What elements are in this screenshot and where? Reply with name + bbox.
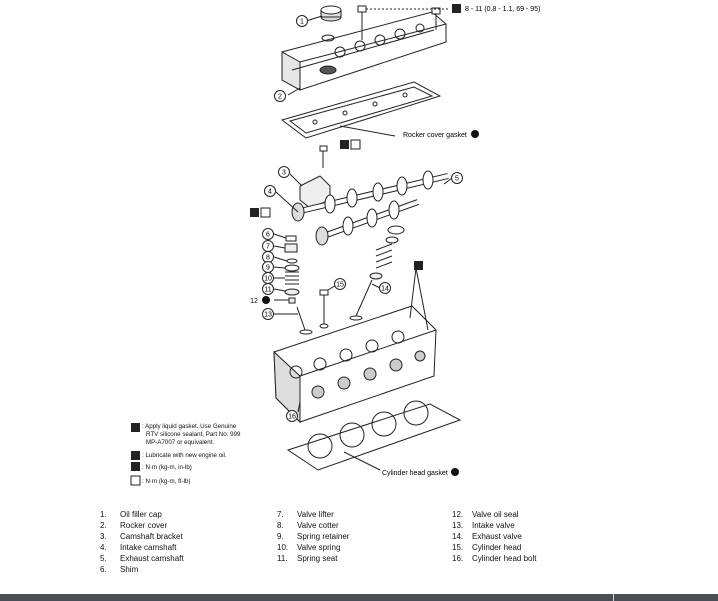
callout-circle xyxy=(451,172,463,184)
callout-circle xyxy=(274,90,286,102)
liquid-gasket-icon xyxy=(414,261,423,270)
legend-line-4: : Lubricate with new engine oil. xyxy=(142,452,227,459)
replace-part-icon xyxy=(262,296,270,304)
leader-lines xyxy=(273,15,453,471)
replace-part-icon xyxy=(451,468,459,476)
callout-11: 11 xyxy=(264,286,271,293)
intake-camshaft xyxy=(291,170,449,222)
replace-part-icon xyxy=(471,130,479,138)
part-item: 7.Valve lifter xyxy=(277,510,334,519)
part-item: 6.Shim xyxy=(100,565,139,574)
callout-1: 1 xyxy=(300,18,304,25)
callout-16: 16 xyxy=(288,413,296,420)
torque-spec: 8 - 11 (0.8 - 1.1, 69 - 95) xyxy=(452,4,540,13)
callout-circle xyxy=(262,283,274,295)
cylinder-head xyxy=(273,305,437,424)
part-item: 4.Intake camshaft xyxy=(100,543,177,552)
callout-13: 13 xyxy=(264,311,272,318)
legend-line-5: : N·m (kg-m, in-lb) xyxy=(142,464,192,471)
parts-list-col-1: 1.Oil filler cap 2.Rocker cover 3.Camsha… xyxy=(100,509,184,575)
callout-circle xyxy=(379,282,391,294)
callout-2: 2 xyxy=(278,93,282,100)
callout-7: 7 xyxy=(266,243,270,250)
rocker-cover-gasket-label: Rocker cover gasket xyxy=(403,132,467,139)
cylinder-head-gasket-label: Cylinder head gasket xyxy=(382,470,448,477)
rocker-cover xyxy=(281,11,447,91)
callout-circle xyxy=(296,15,308,27)
liquid-gasket-leaders xyxy=(409,267,429,331)
callout-6: 6 xyxy=(266,231,270,238)
torque-wrench-alt-icon xyxy=(350,139,361,150)
footer-bar xyxy=(0,594,718,601)
intake-valve-stack xyxy=(284,235,313,335)
callout-15: 15 xyxy=(336,281,344,288)
torque-wrench-alt-icon xyxy=(130,475,141,486)
parts-list-col-2: 7.Valve lifter 8.Valve cotter 9.Spring r… xyxy=(277,509,349,564)
callout-8: 8 xyxy=(266,254,270,261)
oil-can-icon xyxy=(131,451,140,460)
rocker-cover-gasket xyxy=(280,81,442,139)
part-item: 16.Cylinder head bolt xyxy=(452,554,537,563)
callout-4: 4 xyxy=(268,188,272,195)
rocker-cover-bolts xyxy=(357,5,448,40)
cylinder-head-gasket xyxy=(286,400,462,471)
part-item: 11.Spring seat xyxy=(277,554,338,563)
callout-circle xyxy=(286,410,298,422)
part-item: 10.Valve spring xyxy=(277,543,341,552)
callout-3: 3 xyxy=(282,169,286,176)
part-item: 9.Spring retainer xyxy=(277,532,350,541)
liquid-gasket-icon xyxy=(131,423,140,432)
callout-circle xyxy=(264,185,276,197)
callout-10: 10 xyxy=(264,275,272,282)
callout-14: 14 xyxy=(381,285,389,292)
camshaft-bracket-bolt xyxy=(319,145,328,168)
part-item: 13.Intake valve xyxy=(452,521,515,530)
callout-circle xyxy=(262,228,274,240)
torque-wrench-alt-icon xyxy=(260,207,271,218)
callout-12: 12 xyxy=(250,298,258,305)
part-item: 14.Exhaust valve xyxy=(452,532,522,541)
part-item: 2.Rocker cover xyxy=(100,521,168,530)
callout-9: 9 xyxy=(266,264,270,271)
legend-line-6: : N·m (kg-m, ft-lb) xyxy=(142,478,191,485)
oil-filler-cap xyxy=(320,5,342,42)
callout-5: 5 xyxy=(455,175,459,182)
oil-can-icon xyxy=(340,140,349,149)
legend-line-3: MP-A7007 or equivalent. xyxy=(146,439,215,446)
part-item: 5.Exhaust camshaft xyxy=(100,554,184,563)
parts-list-col-3: 12.Valve oil seal 13.Intake valve 14.Exh… xyxy=(452,509,536,564)
callout-circle xyxy=(278,166,290,178)
part-item: 12.Valve oil seal xyxy=(452,510,519,519)
part-item: 3.Camshaft bracket xyxy=(100,532,183,541)
exhaust-valve-stack xyxy=(349,225,405,321)
oil-can-icon xyxy=(250,208,259,217)
cylinder-head-bolt xyxy=(319,289,329,329)
exhaust-camshaft xyxy=(315,199,420,246)
torque-spec-text: 8 - 11 (0.8 - 1.1, 69 - 95) xyxy=(465,6,540,13)
part-item: 15.Cylinder head xyxy=(452,543,522,552)
footer-divider xyxy=(613,594,614,601)
legend-line-1: : Apply liquid gasket. Use Genuine xyxy=(142,423,237,430)
legend-line-2: RTV silicone sealant, Part No. 999 xyxy=(146,431,241,438)
part-item: 1.Oil filler cap xyxy=(100,510,162,519)
part-item: 8.Valve cotter xyxy=(277,521,339,530)
torque-wrench-icon xyxy=(131,462,140,471)
callout-circle xyxy=(334,278,346,290)
callout-circle xyxy=(262,308,274,320)
